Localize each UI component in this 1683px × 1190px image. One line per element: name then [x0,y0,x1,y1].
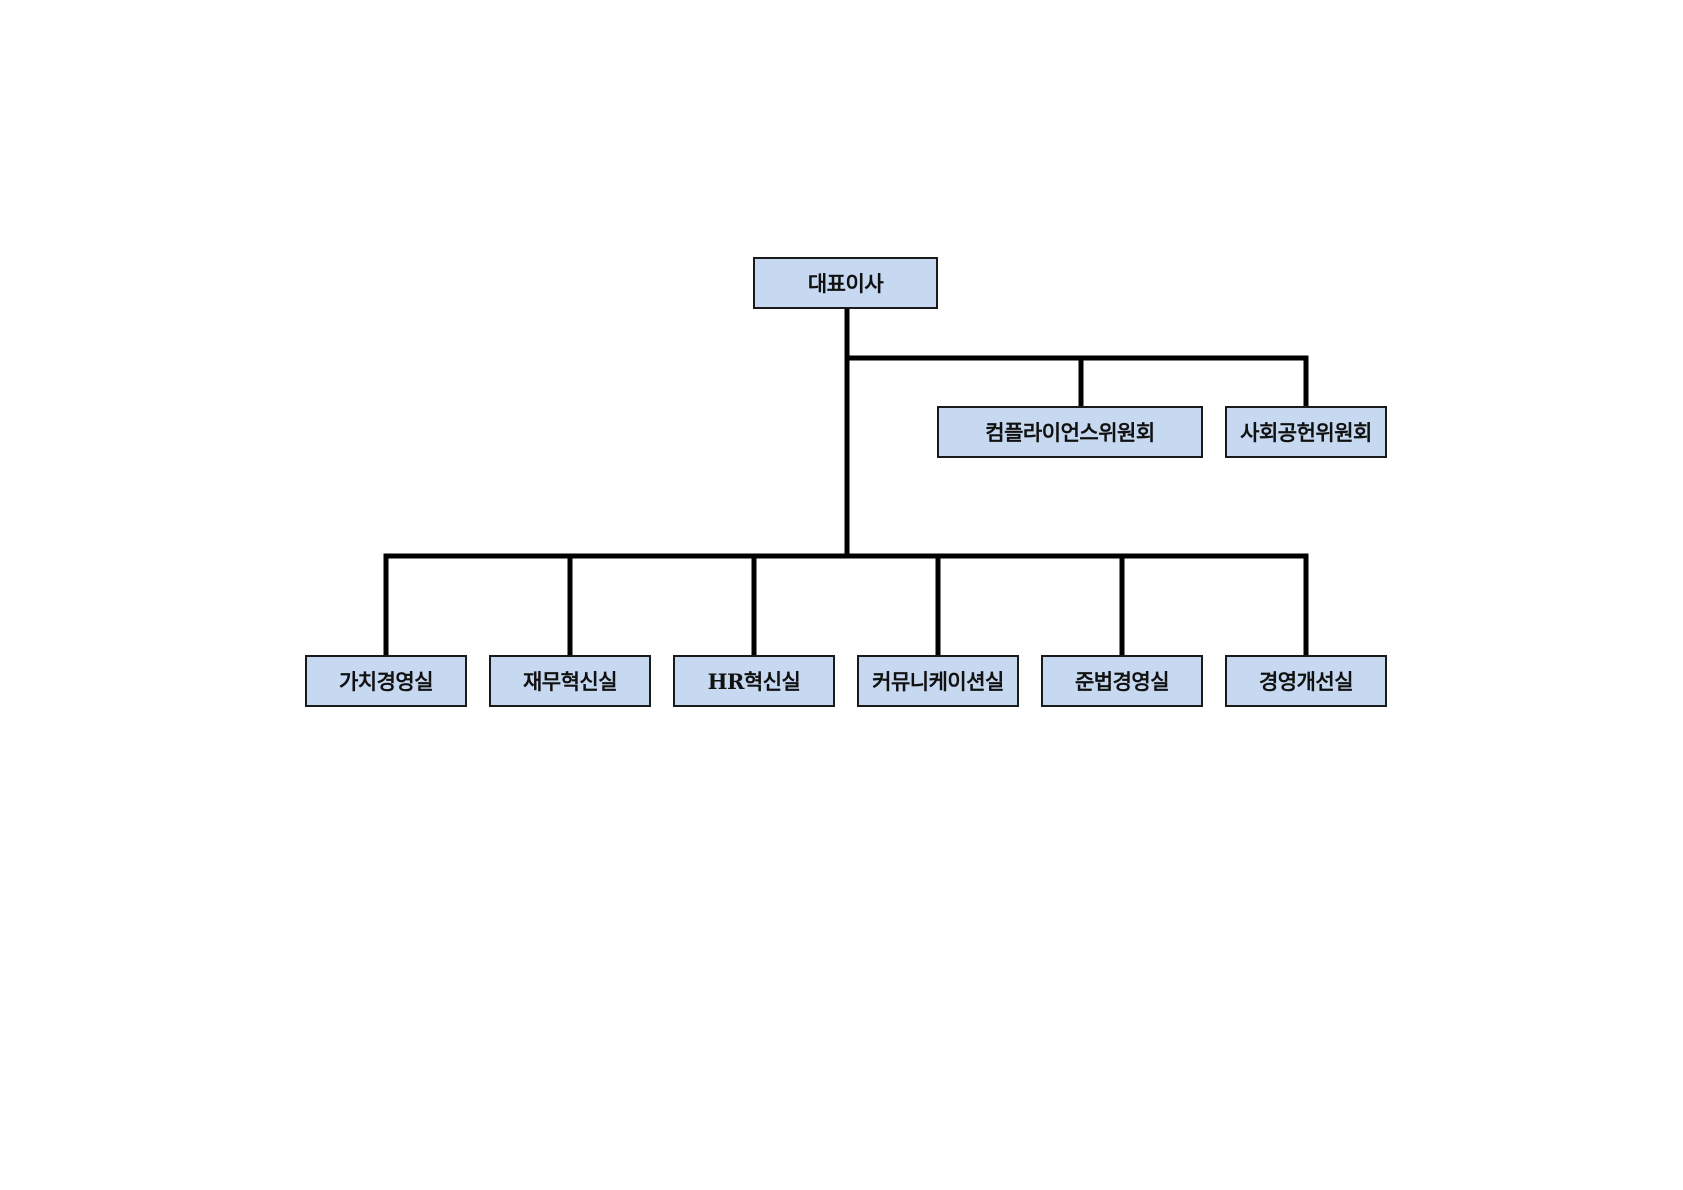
node-label: 가치경영실 [338,669,434,694]
node-label: 준법경영실 [1074,669,1170,694]
node-communication-office: 커뮤니케이션실 [857,655,1019,707]
node-social-contribution-committee: 사회공헌위원회 [1225,406,1387,458]
node-label: 대표이사 [807,271,884,296]
node-label: 재무혁신실 [522,669,618,694]
node-value-management-office: 가치경영실 [305,655,467,707]
node-label: HR혁신실 [707,669,801,694]
node-compliance-committee: 컴플라이언스위원회 [937,406,1203,458]
node-finance-innovation-office: 재무혁신실 [489,655,651,707]
node-label: 컴플라이언스위원회 [985,420,1155,445]
node-label: 경영개선실 [1258,669,1354,694]
node-hr-innovation-office: HR혁신실 [673,655,835,707]
node-compliance-management-office: 준법경영실 [1041,655,1203,707]
node-ceo: 대표이사 [753,257,938,309]
node-management-improvement-office: 경영개선실 [1225,655,1387,707]
node-label: 사회공헌위원회 [1240,420,1372,445]
node-label: 커뮤니케이션실 [872,669,1004,694]
